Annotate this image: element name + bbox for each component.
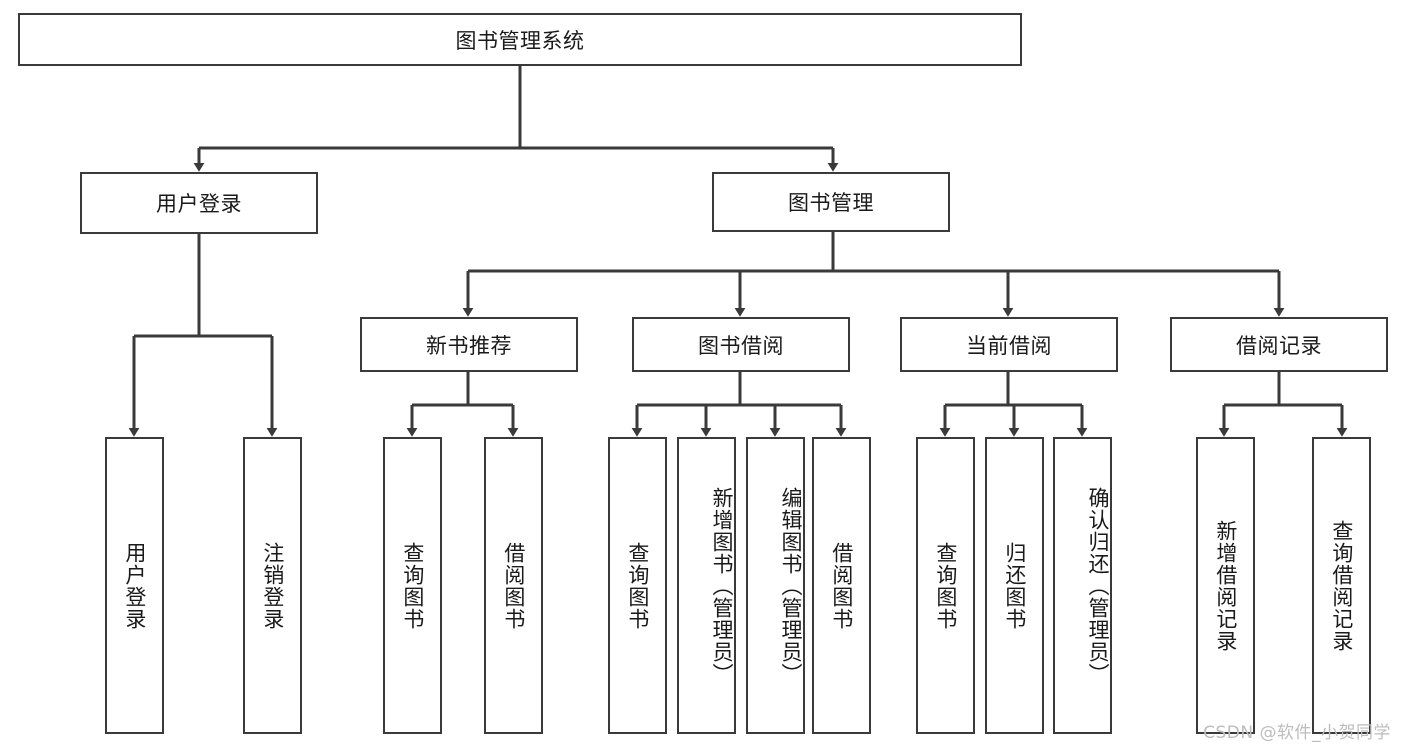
leaf-logout[interactable]: 注销登录 <box>243 437 302 734</box>
node-current-borrow[interactable]: 当前借阅 <box>900 317 1118 372</box>
node-label: 查询图书 <box>400 541 425 630</box>
node-label: 用户登录 <box>122 541 147 630</box>
leaf-bookborrow-query-book[interactable]: 查询图书 <box>608 437 667 734</box>
node-label: 借阅图书 <box>829 541 854 630</box>
node-label: 编辑图书（管理员） <box>779 486 803 685</box>
node-label: 确认归还（管理员） <box>1086 486 1110 685</box>
node-label: 图书借阅 <box>698 333 784 358</box>
node-label: 查询借阅记录 <box>1329 519 1354 652</box>
leaf-newbook-query-book[interactable]: 查询图书 <box>383 437 442 734</box>
leaf-newbook-borrow-book[interactable]: 借阅图书 <box>484 437 543 734</box>
node-label: 查询图书 <box>625 541 650 630</box>
node-book-borrow[interactable]: 图书借阅 <box>632 317 850 372</box>
node-borrow-record[interactable]: 借阅记录 <box>1170 317 1388 372</box>
node-label: 用户登录 <box>156 192 242 216</box>
node-label: 注销登录 <box>260 541 285 630</box>
node-label: 图书管理系统 <box>455 28 585 53</box>
node-book-management[interactable]: 图书管理 <box>712 172 950 232</box>
leaf-currentborrow-query-book[interactable]: 查询图书 <box>916 437 975 734</box>
node-root-book-management-system[interactable]: 图书管理系统 <box>18 13 1022 66</box>
node-label: 新增图书（管理员） <box>710 486 734 685</box>
node-label: 新增借阅记录 <box>1213 519 1238 652</box>
node-label: 查询图书 <box>933 541 958 630</box>
leaf-currentborrow-confirm-return-admin[interactable]: 确认归还（管理员） <box>1053 437 1112 734</box>
node-label: 归还图书 <box>1002 541 1027 630</box>
node-label: 新书推荐 <box>426 333 512 358</box>
node-label: 当前借阅 <box>966 333 1052 358</box>
node-label: 图书管理 <box>788 191 874 215</box>
leaf-currentborrow-return-book[interactable]: 归还图书 <box>985 437 1044 734</box>
node-label: 借阅记录 <box>1236 333 1322 358</box>
node-new-book-recommend[interactable]: 新书推荐 <box>360 317 578 372</box>
node-user-login[interactable]: 用户登录 <box>80 172 318 234</box>
leaf-user-login[interactable]: 用户登录 <box>105 437 164 734</box>
node-label: 借阅图书 <box>501 541 526 630</box>
leaf-borrowrecord-add-record[interactable]: 新增借阅记录 <box>1196 437 1255 734</box>
leaf-bookborrow-add-book-admin[interactable]: 新增图书（管理员） <box>677 437 736 734</box>
leaf-borrowrecord-query-record[interactable]: 查询借阅记录 <box>1312 437 1371 734</box>
watermark-text: CSDN @软件_小贺同学 <box>1203 723 1391 743</box>
leaf-bookborrow-borrow-book[interactable]: 借阅图书 <box>812 437 871 734</box>
leaf-bookborrow-edit-book-admin[interactable]: 编辑图书（管理员） <box>746 437 805 734</box>
